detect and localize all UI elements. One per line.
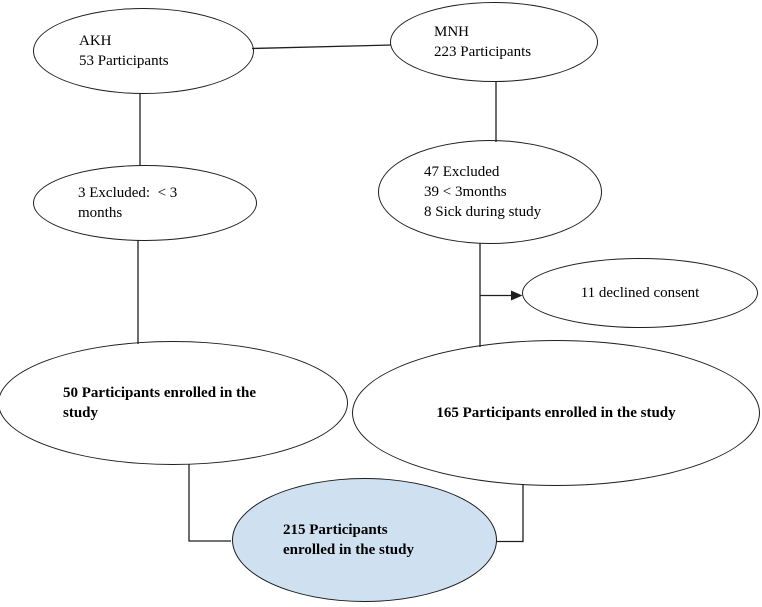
node-line: 8 Sick during study [424, 204, 542, 220]
arrowhead-declined-consent [511, 290, 523, 301]
connector-enrolled-left-to-total [188, 464, 231, 542]
node-line: 39 < 3months [424, 184, 507, 200]
node-mnh-label: MNH 223 Participants [434, 22, 531, 62]
connector-enrolled-right-to-total [496, 484, 524, 543]
node-line: AKH [79, 33, 112, 49]
node-line: 165 Participants enrolled in the study [436, 405, 676, 421]
node-line: 3 Excluded: < 3 [78, 185, 178, 201]
node-mnh-enrolled: 165 Participants enrolled in the study [352, 340, 760, 486]
node-line: MNH [434, 24, 470, 40]
node-mnh-enrolled-label: 165 Participants enrolled in the study [436, 403, 675, 423]
node-line: 53 Participants [79, 53, 169, 69]
node-mnh-site: MNH 223 Participants [390, 2, 598, 82]
node-total-enrolled-label: 215 Participants enrolled in the study [283, 520, 414, 560]
node-mnh-excluded-label: 47 Excluded 39 < 3months 8 Sick during s… [424, 162, 541, 222]
node-akh-excluded-label: 3 Excluded: < 3 months [78, 183, 177, 223]
node-declined-label: 11 declined consent [581, 283, 700, 303]
node-total-enrolled: 215 Participants enrolled in the study [232, 478, 497, 602]
node-line: 50 Participants enrolled in the [63, 385, 257, 401]
node-akh-enrolled-label: 50 Participants enrolled in the study [63, 383, 256, 423]
node-line: study [63, 405, 99, 421]
node-akh-excluded: 3 Excluded: < 3 months [33, 165, 257, 241]
node-line: 215 Participants [283, 522, 388, 538]
node-akh-label: AKH 53 Participants [79, 31, 169, 71]
node-mnh-excluded: 47 Excluded 39 < 3months 8 Sick during s… [378, 140, 602, 244]
node-line: months [78, 205, 123, 221]
connector-akh-mnh [251, 44, 392, 50]
node-akh-enrolled: 50 Participants enrolled in the study [0, 341, 348, 465]
node-line: 11 declined consent [580, 285, 700, 301]
node-line: enrolled in the study [283, 542, 414, 558]
node-line: 223 Participants [434, 44, 532, 60]
node-declined-consent: 11 declined consent [522, 258, 758, 328]
node-akh-site: AKH 53 Participants [33, 8, 254, 94]
node-line: 47 Excluded [424, 164, 500, 180]
